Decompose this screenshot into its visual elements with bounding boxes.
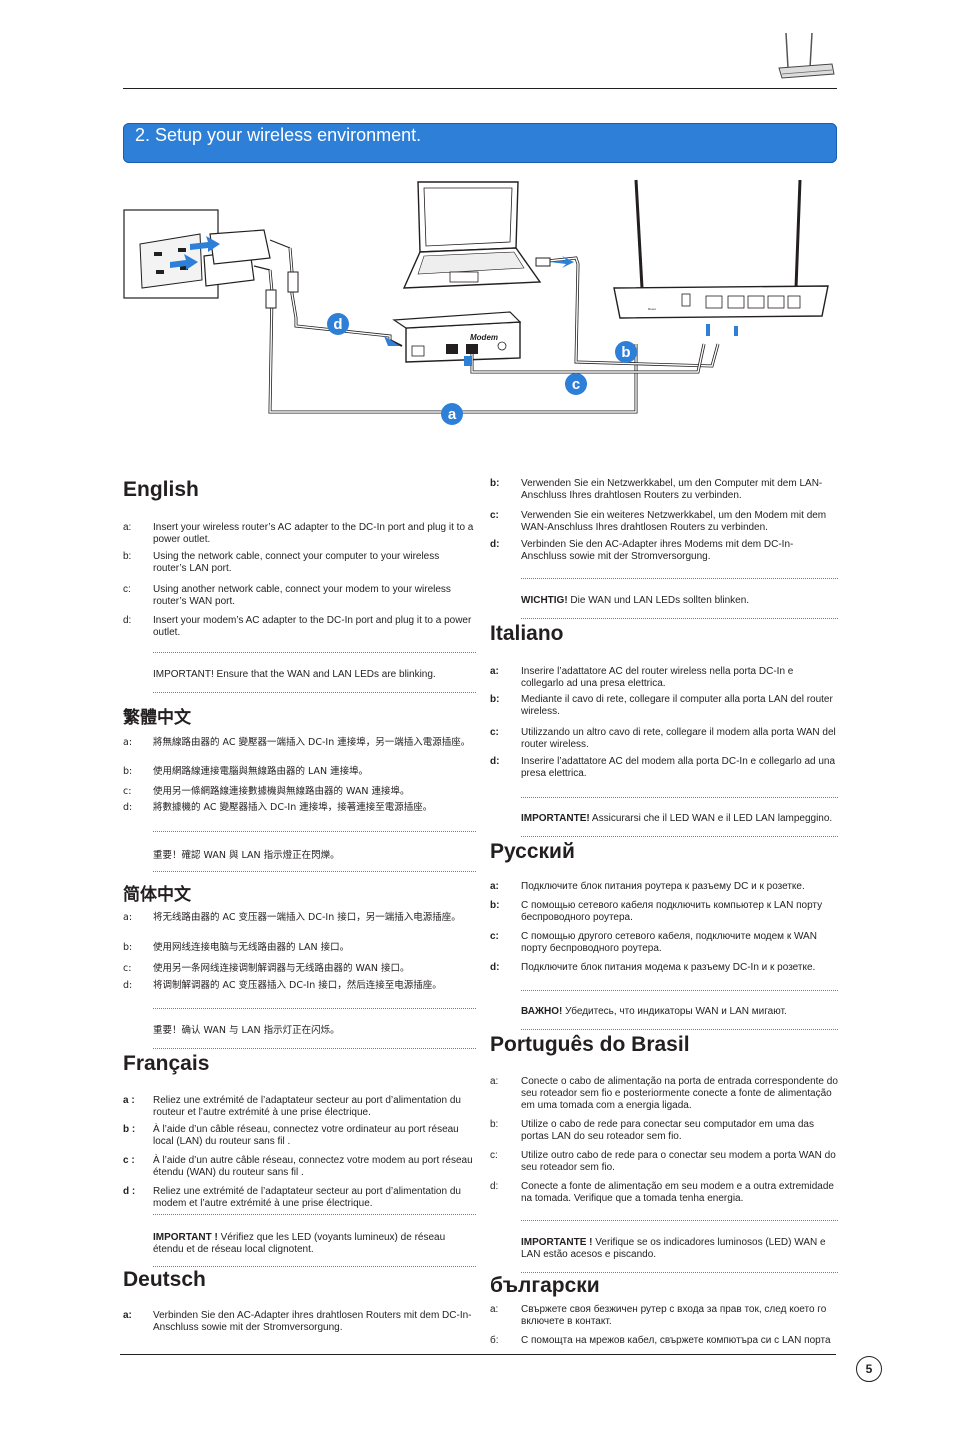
divider [521,1272,838,1273]
deutsch-item-b: b:Verwenden Sie ein Netzwerkkabel, um de… [490,478,823,501]
svg-text:a: a [448,406,457,423]
deutsch-item-c: c:Verwenden Sie ein weiteres Netzwerkkab… [490,510,827,533]
simp-chinese-item-c: c:使用另一条网线连接调制解调器与无线路由器的 WAN 接口。 [123,963,410,974]
divider [153,1008,476,1009]
english-item-a: a:Insert your wireless router’s AC adapt… [123,522,474,545]
deutsch-note: WICHTIG! Die WAN und LAN LEDs sollten bl… [521,595,750,606]
router-thumbnail-icon [778,32,835,79]
trad-chinese-note: 重要！確認 WAN 與 LAN 指示燈正在閃爍。 [153,850,340,861]
simp-chinese-item-a: a:将无线路由器的 AC 变压器一端插入 DC-In 接口，另一端插入电源插座。 [123,912,461,923]
francais-title: Français [123,1052,210,1075]
bulgarian-title: български [490,1274,600,1297]
english-title: English [123,478,199,501]
divider [153,1266,476,1267]
italiano-item-b: b:Mediante il cavo di rete, collegare il… [490,694,833,717]
divider [521,836,838,837]
italiano-item-c: c:Utilizzando un altro cavo di rete, col… [490,727,836,750]
callout-d: d [327,313,349,335]
bulgarian-item-a: a:Свържете своя безжичен рутер с входа з… [490,1304,827,1327]
deutsch-item-d: d:Verbinden Sie den AC-Adapter ihres Mod… [490,539,794,562]
francais-item-c: c :À l’aide d’un autre câble réseau, con… [123,1155,473,1178]
svg-text:c: c [572,376,580,393]
trad-chinese-item-c: c:使用另一條網路線連接數據機與無線路由器的 WAN 連接埠。 [123,786,410,797]
trad-chinese-item-a: a:將無線路由器的 AC 變壓器一端插入 DC-In 連接埠，另一端插入電源插座… [123,737,471,748]
modem-icon [392,311,522,363]
trad-chinese-item-b: b:使用網路線連接電腦與無線路由器的 LAN 連接埠。 [123,766,369,777]
italiano-item-a: a:Inserire l’adattatore AC del router wi… [490,666,794,689]
francais-item-a: a :Reliez une extrémité de l’adaptateur … [123,1095,461,1118]
divider [153,652,476,653]
wall-outlet-icon [123,209,219,299]
router-icon [613,179,829,319]
section-title: 2. Setup your wireless environment. [135,125,422,145]
divider [153,1214,476,1215]
divider [521,797,838,798]
simp-chinese-item-b: b:使用网线连接电脑与无线路由器的 LAN 接口。 [123,942,350,953]
portugues-item-c: c:Utilize outro cabo de rede para o cone… [490,1150,836,1173]
portugues-item-a: a:Conecte o cabo de alimentação na porta… [490,1076,838,1111]
divider [153,1048,476,1049]
russian-item-a: a:Подключите блок питания роутера к разъ… [490,881,805,892]
russian-item-d: d:Подключите блок питания модема к разъе… [490,962,816,973]
deutsch-item-a: a:Verbinden Sie den AC-Adapter ihres dra… [123,1310,472,1333]
callout-b: b [615,341,637,363]
trad-chinese-title: 繁體中文 [123,708,191,728]
bulgarian-item-b: б:С помощта на мрежов кабел, свържете ко… [490,1335,831,1346]
russian-item-c: c:С помощью другого сетевого кабеля, под… [490,931,817,954]
divider [521,578,838,579]
italiano-title: Italiano [490,622,564,645]
portugues-item-d: d:Conecte a fonte de alimentação em seu … [490,1181,834,1204]
english-item-c: c:Using another network cable, connect y… [123,584,451,607]
divider [521,618,838,619]
francais-item-b: b :À l’aide d’un câble réseau, connectez… [123,1124,459,1147]
router-reset-label: Reset [648,307,656,311]
simp-chinese-note: 重要！确认 WAN 与 LAN 指示灯正在闪烁。 [153,1025,340,1036]
italiano-item-d: d:Inserire l’adattatore AC del modem all… [490,756,836,779]
divider [521,990,838,991]
callout-c: c [565,373,587,395]
english-note: IMPORTANT! Ensure that the WAN and LAN L… [153,669,436,680]
simp-chinese-title: 简体中文 [123,885,191,905]
deutsch-title: Deutsch [123,1268,206,1291]
bottom-rule [120,1354,836,1355]
svg-text:b: b [621,344,630,361]
francais-item-d: d :Reliez une extrémité de l’adaptateur … [123,1186,461,1209]
page-number: 5 [856,1356,882,1382]
top-rule [123,88,837,89]
laptop-icon [402,181,542,289]
modem-label: Modem [470,333,498,342]
italiano-note: IMPORTANTE! Assicurarsi che il LED WAN e… [521,813,833,824]
portugues-title: Português do Brasil [490,1033,690,1056]
callout-a: a [441,403,463,425]
portugues-note: IMPORTANTE ! Verifique se os indicadores… [521,1237,826,1260]
divider [153,831,476,832]
english-item-d: d:Insert your modem’s AC adapter to the … [123,615,472,638]
russian-title: Русский [490,840,575,863]
divider [153,871,476,872]
russian-note: ВАЖНО! Убедитесь, что индикаторы WAN и L… [521,1006,787,1017]
portugues-item-b: b:Utilize o cabo de rede para conectar s… [490,1119,814,1142]
setup-diagram: Modem Reset d b c a [123,179,829,425]
english-item-b: b:Using the network cable, connect your … [123,551,440,574]
section-banner: 2. Setup your wireless environment. [123,123,837,163]
simp-chinese-item-d: d:将调制解调器的 AC 变压器插入 DC-In 接口，然后连接至电源插座。 [123,980,442,991]
divider [521,1220,838,1221]
router-adapter-icon [170,229,291,287]
francais-note: IMPORTANT ! Vérifiez que les LED (voyant… [153,1232,446,1255]
svg-text:d: d [333,316,342,333]
trad-chinese-item-d: d:將數據機的 AC 變壓器插入 DC-In 連接埠，接著連接至電源插座。 [123,802,433,813]
divider [521,1029,838,1030]
divider [153,692,476,693]
russian-item-b: b:С помощью сетевого кабеля подключить к… [490,900,823,923]
